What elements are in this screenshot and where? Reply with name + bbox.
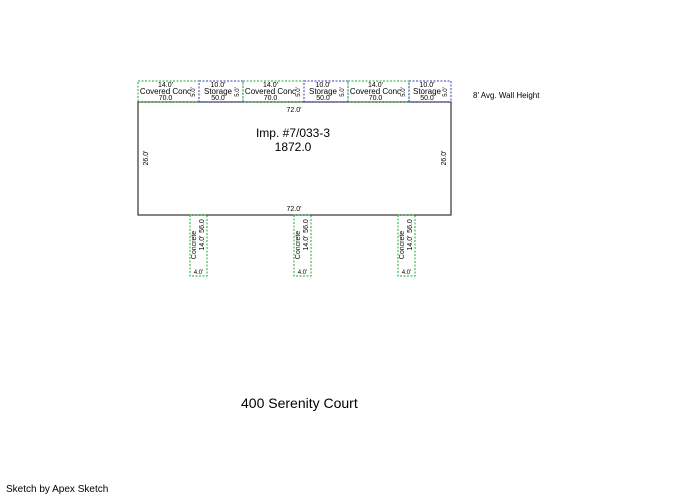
top-section-depth: 5.0' [191, 87, 197, 97]
main-bottom-width-label: 72.0' [287, 206, 302, 213]
bottom-section-name: Concrete [399, 231, 406, 260]
top-section-name: Covered Conc [245, 87, 296, 96]
top-section-depth: 5.0' [443, 87, 449, 97]
bottom-section-length: 14.0' [199, 236, 206, 251]
bottom-section-width: 4.0' [194, 270, 204, 276]
top-section-length: 10.0' [316, 82, 331, 89]
main-area-value: 1872.0 [275, 140, 312, 154]
bottom-section-area: 56.0 [407, 219, 414, 233]
top-section-area: 70.0 [369, 95, 383, 102]
property-address: 400 Serenity Court [241, 395, 358, 411]
bottom-section-width: 4.0' [402, 270, 412, 276]
bottom-section-area: 56.0 [303, 219, 310, 233]
bottom-section-width: 4.0' [298, 270, 308, 276]
main-top-width-label: 72.0' [287, 107, 302, 114]
bottom-section-name: Concrete [191, 231, 198, 260]
top-section-area: 70.0 [264, 95, 278, 102]
sketch-credit: Sketch by Apex Sketch [6, 484, 109, 495]
top-section-area: 50.0 [420, 95, 434, 102]
top-section-name: Covered Conc [140, 87, 191, 96]
bottom-section-outline [189, 214, 208, 277]
top-section-outline [198, 80, 244, 103]
top-section-outline [303, 80, 349, 103]
main-left-depth-label: 26.0' [143, 151, 150, 166]
top-section-area: 50.0 [316, 95, 330, 102]
top-section-length: 10.0' [211, 82, 226, 89]
bottom-section-name: Concrete [295, 231, 302, 260]
bottom-section-outline [293, 214, 312, 277]
top-section-name: Covered Conc [350, 87, 401, 96]
top-section-name: Storage [309, 87, 338, 96]
top-section-depth: 5.0' [296, 87, 302, 97]
top-section-length: 10.0' [420, 82, 435, 89]
bottom-section-outline [397, 214, 416, 277]
top-section-depth: 5.0' [340, 87, 346, 97]
main-right-depth-label: 26.0' [441, 151, 448, 166]
bottom-section-length: 14.0' [407, 236, 414, 251]
top-section-area: 50.0 [211, 95, 225, 102]
bottom-section-length: 14.0' [303, 236, 310, 251]
top-section-area: 70.0 [159, 95, 173, 102]
top-section-length: 14.0' [263, 82, 278, 89]
bottom-section-area: 56.0 [199, 219, 206, 233]
top-section-depth: 5.0' [235, 87, 241, 97]
top-section-outline [408, 80, 452, 103]
top-section-name: Storage [204, 87, 233, 96]
top-section-name: Storage [413, 87, 442, 96]
top-sections: 14.0'Covered Conc70.05.0'10.0'Storage50.… [137, 80, 452, 103]
bottom-sections: Concrete56.014.0'4.0'Concrete56.014.0'4.… [189, 214, 416, 277]
top-section-length: 14.0' [158, 82, 173, 89]
wall-height-note: 8' Avg. Wall Height [473, 91, 540, 100]
main-area-name: Imp. #7/033-3 [256, 126, 330, 140]
top-section-depth: 5.0' [401, 87, 407, 97]
top-section-length: 14.0' [368, 82, 383, 89]
main-building-outline [137, 101, 452, 216]
